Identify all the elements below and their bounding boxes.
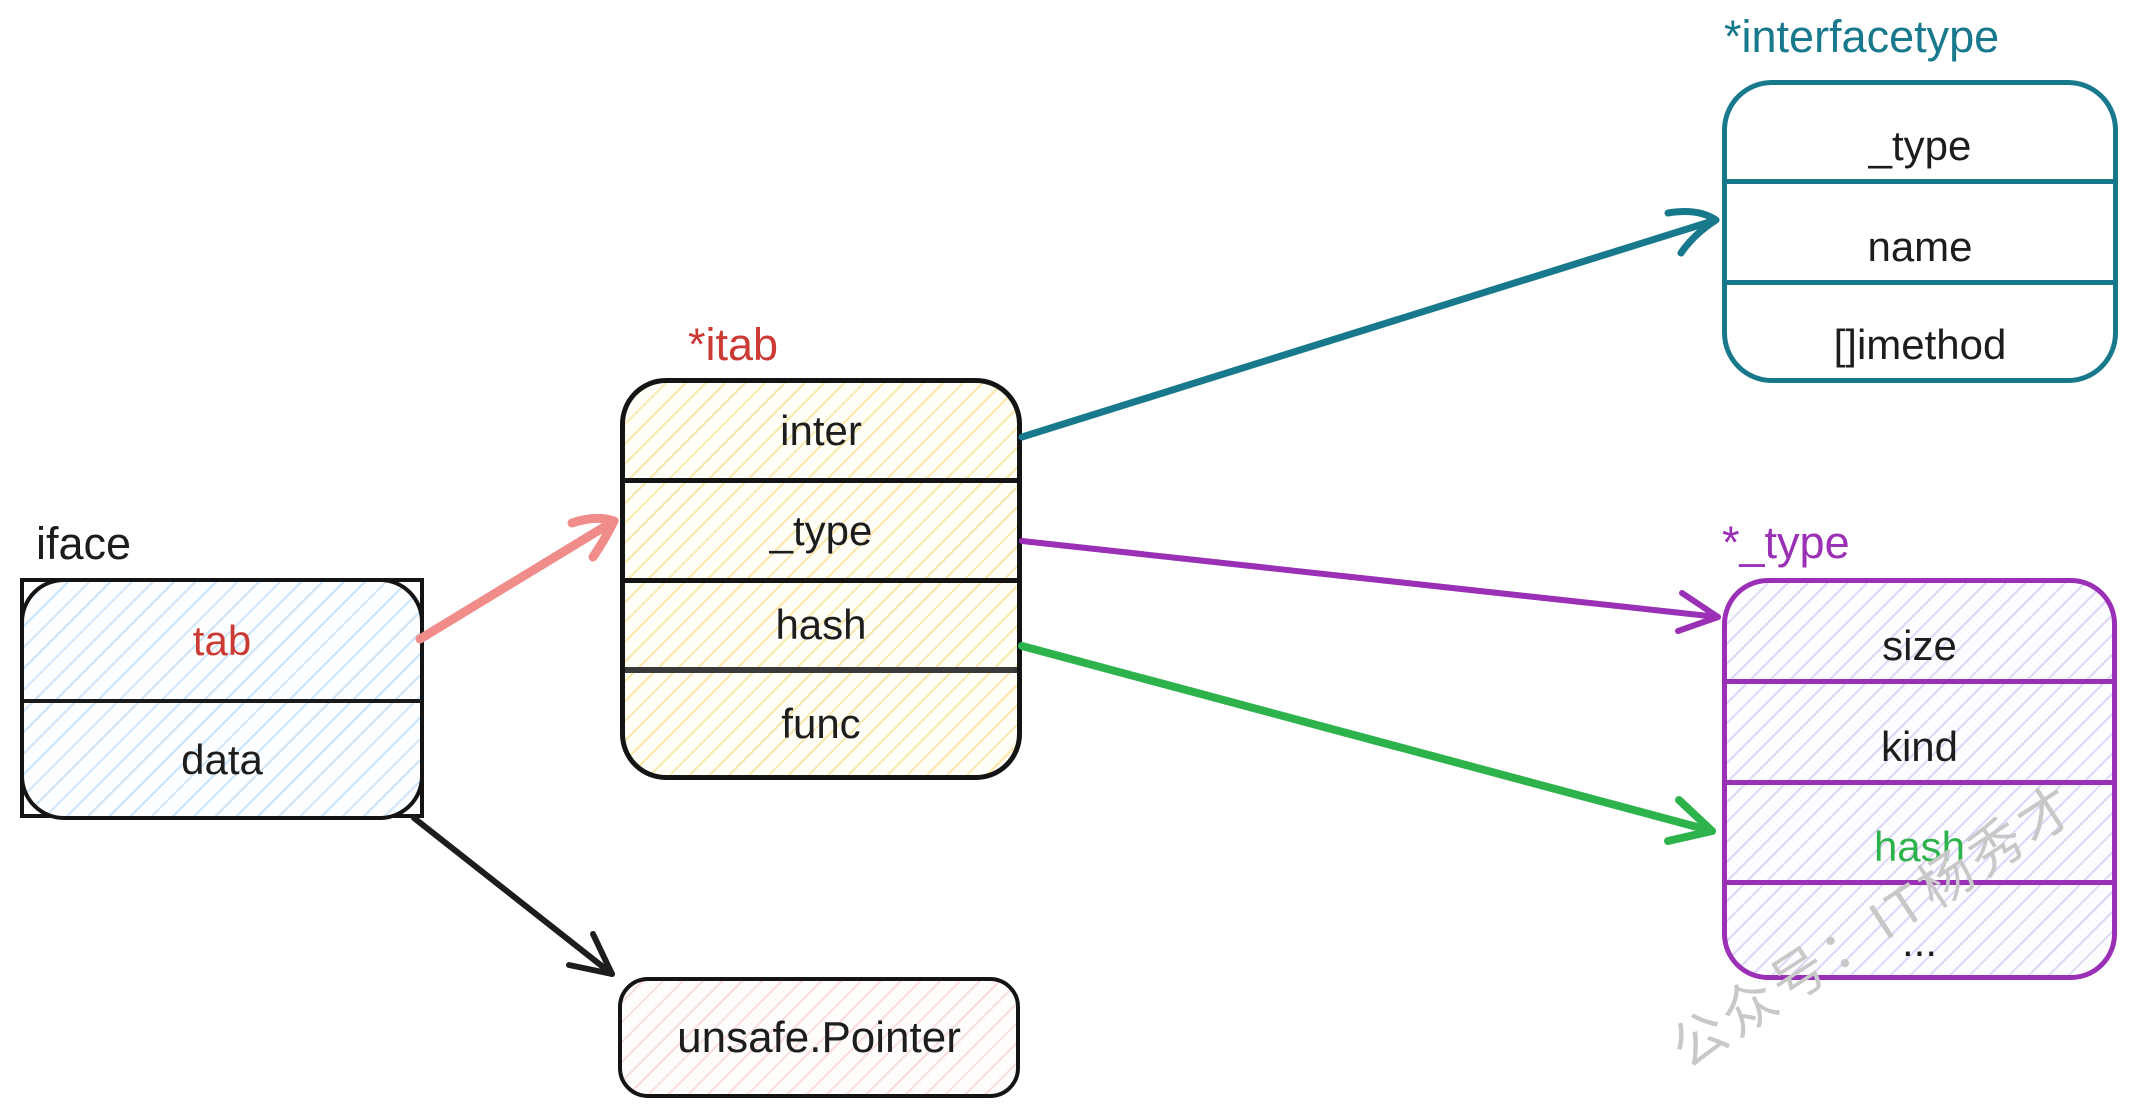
unsafe-pointer-row: unsafe.Pointer — [622, 981, 1016, 1094]
interfacetype-title: *interfacetype — [1724, 11, 2000, 62]
itab-row-func: func — [625, 667, 1017, 775]
iface-row-tab: tab — [24, 582, 420, 699]
itab-row-label-hash: hash — [775, 601, 867, 648]
arrow-itab-inter-to-interfacetype — [1018, 208, 1720, 441]
type-title: *_type — [1722, 517, 1850, 568]
arrow-iface-tab-to-itab — [415, 513, 619, 644]
iface-row-label-data: data — [181, 735, 263, 783]
type-row-label-size: size — [1882, 622, 1957, 669]
iface-title: iface — [36, 518, 132, 569]
iface-row-data: data — [24, 699, 420, 816]
itab-row-label-type: _type — [769, 506, 873, 554]
interfacetype-row-label-imethod: []imethod — [1833, 321, 2007, 368]
interfacetype-row-name: name — [1727, 179, 2113, 280]
itab-title: *itab — [688, 319, 779, 370]
type-row-label-kind: kind — [1880, 723, 1959, 770]
itab-row-type: _type — [625, 478, 1017, 578]
itab-row-label-inter: inter — [780, 406, 862, 454]
type-row-kind: kind — [1727, 679, 2112, 780]
box-interfacetype: _type name []imethod — [1722, 80, 2118, 383]
box-type: size kind hash ... — [1722, 578, 2117, 980]
interfacetype-row-label-name: name — [1867, 223, 1973, 270]
type-row-label-ellipsis: ... — [1901, 918, 1937, 965]
type-row-size: size — [1727, 583, 2112, 679]
arrow-itab-hash-to-type-hash — [1018, 642, 1716, 845]
interfacetype-row-type: _type — [1727, 85, 2113, 179]
arrow-itab-type-to-type — [1019, 538, 1721, 634]
box-unsafe-pointer: unsafe.Pointer — [618, 977, 1020, 1098]
type-row-label-hash: hash — [1873, 823, 1966, 870]
interfacetype-row-imethod: []imethod — [1727, 280, 2113, 378]
arrow-iface-data-to-unsafe-pointer — [411, 815, 615, 977]
iface-row-label-tab: tab — [192, 616, 252, 664]
itab-row-label-func: func — [781, 700, 861, 747]
box-iface: tab data — [20, 578, 424, 820]
itab-row-hash: hash — [625, 578, 1017, 667]
type-row-ellipsis: ... — [1727, 880, 2112, 975]
unsafe-pointer-label: unsafe.Pointer — [677, 1012, 961, 1062]
type-row-hash: hash — [1727, 780, 2112, 880]
interfacetype-row-label-type: _type — [1868, 122, 1972, 169]
box-itab: inter _type hash func — [620, 378, 1022, 780]
itab-row-inter: inter — [625, 383, 1017, 478]
